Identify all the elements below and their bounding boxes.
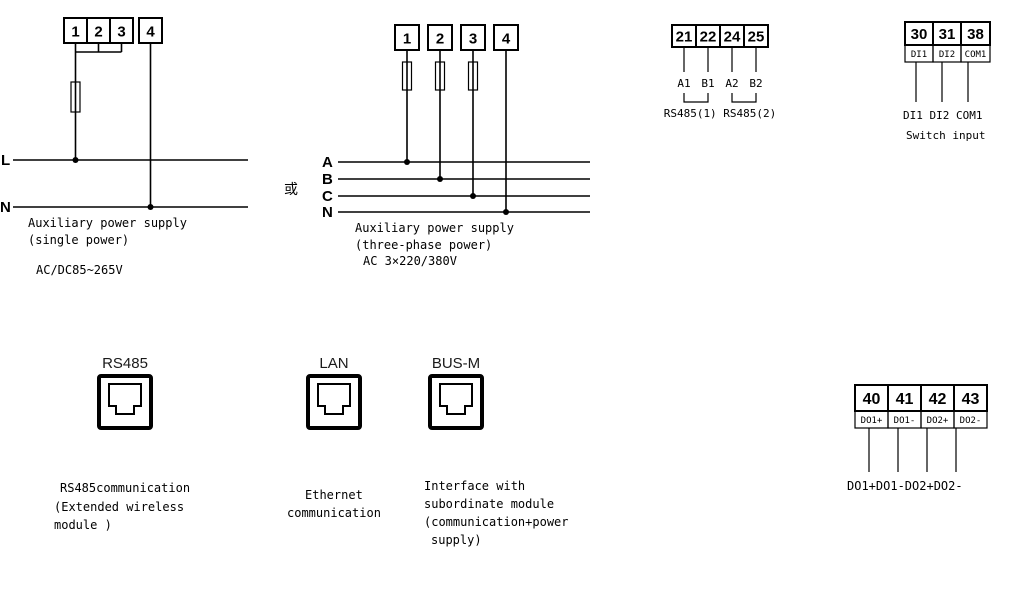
terminal-number: 2: [436, 31, 444, 48]
terminal-number: 1: [71, 24, 79, 41]
port-desc-line: Interface with: [424, 479, 525, 493]
switch-input-block: 30 31 38 DI1 DI2 COM1 DI1 DI2 COM1 Switc…: [903, 21, 991, 142]
terminal-number: 25: [748, 29, 765, 46]
port-desc-line: module ): [54, 518, 112, 532]
terminal-number: 42: [929, 391, 947, 408]
terminal-number: 4: [146, 24, 155, 41]
rj45-icon: [428, 374, 484, 430]
switch-pins-caption: DI1 DI2 COM1: [903, 109, 982, 122]
caption-line: AC 3×220/380V: [363, 254, 457, 268]
rs485-terminal-block: 21 22 24 25 A1 B1 A2 B2 RS485(1) RS485(2…: [664, 24, 777, 120]
terminal-number: 4: [502, 31, 511, 48]
rj45-icon: [97, 374, 153, 430]
phase-label: B: [322, 171, 333, 188]
pin-label: B2: [749, 77, 762, 90]
pin-cell: [953, 410, 988, 429]
pin-cell-label: COM1: [965, 50, 987, 60]
pin-label: A1: [677, 77, 690, 90]
single-power-block: 1 2 3 4 L N Auxiliary power supply (sing…: [0, 17, 248, 277]
phase-label: A: [322, 154, 333, 171]
switch-input-caption: Switch input: [906, 129, 985, 142]
caption-line: Auxiliary power supply: [355, 221, 514, 235]
terminal-number: 43: [962, 391, 980, 408]
rj45-icon: [306, 374, 362, 430]
caption-line: AC/DC85~265V: [36, 263, 123, 277]
terminal-number: 31: [939, 26, 956, 43]
terminal-number: 3: [469, 31, 477, 48]
l-label: L: [1, 152, 10, 169]
terminal-number: 1: [403, 31, 411, 48]
terminal-number: 38: [967, 26, 984, 43]
port-rs485: RS485 RS485communication (Extended wirel…: [54, 355, 190, 532]
terminal-number: 40: [863, 391, 881, 408]
n-label: N: [0, 199, 11, 216]
port-title: LAN: [319, 355, 348, 372]
caption-line: (single power): [28, 233, 129, 247]
rj45-opening-icon: [439, 383, 473, 415]
pin-label: B1: [701, 77, 714, 90]
port-desc-line: supply): [431, 533, 482, 547]
fuse-icon: [467, 61, 479, 91]
port-title: BUS-M: [432, 355, 480, 372]
pin-cell-label: DO2-: [960, 416, 982, 426]
terminal-number: 2: [94, 24, 102, 41]
do-pins-caption: DO1+DO1-DO2+DO2-: [847, 479, 963, 493]
terminal-number: 21: [676, 29, 693, 46]
terminal-number: 41: [896, 391, 914, 408]
fuse-icon: [434, 61, 446, 91]
pair-bracket: [731, 93, 757, 103]
pin-cell: [960, 44, 991, 63]
port-title: RS485: [102, 355, 148, 372]
port-desc-line: (communication+power: [424, 515, 569, 529]
terminal-number: 24: [724, 29, 741, 46]
pin-label: A2: [725, 77, 738, 90]
terminal-number: 3: [117, 24, 125, 41]
fuse-icon: [70, 81, 81, 113]
caption-line: (three-phase power): [355, 238, 492, 252]
port-desc-line: communication: [287, 506, 381, 520]
rj45-opening-icon: [317, 383, 351, 415]
port-desc-line: Ethernet: [305, 488, 363, 502]
port-desc-line: (Extended wireless: [54, 500, 184, 514]
pin-cell-label: DI1: [911, 50, 927, 60]
phase-label: C: [322, 188, 333, 205]
terminal-number: 22: [700, 29, 717, 46]
port-desc-line: RS485communication: [60, 481, 190, 495]
pin-cell-label: DO1-: [894, 416, 916, 426]
pin-cell-label: DI2: [939, 50, 955, 60]
three-phase-block: 1 2 3 4 A B C N Auxiliary power supply (…: [322, 24, 590, 268]
fuse-icon: [401, 61, 413, 91]
pin-cell-label: DO1+: [861, 416, 883, 426]
port-desc-line: subordinate module: [424, 497, 554, 511]
port-lan: LAN Ethernet communication: [287, 355, 381, 520]
do-terminal-block: 40 41 42 43 DO1+ DO1- DO2+ DO2- DO1+DO1-…: [847, 384, 988, 493]
port-busm: BUS-M Interface with subordinate module …: [424, 355, 569, 547]
pair-bracket: [683, 93, 709, 103]
phase-label: N: [322, 204, 333, 221]
pin-cell-label: DO2+: [927, 416, 949, 426]
terminal-number: 30: [911, 26, 928, 43]
rj45-opening-icon: [108, 383, 142, 415]
caption-line: Auxiliary power supply: [28, 216, 187, 230]
or-label: 或: [284, 181, 298, 197]
rs485-caption: RS485(1) RS485(2): [664, 107, 777, 120]
